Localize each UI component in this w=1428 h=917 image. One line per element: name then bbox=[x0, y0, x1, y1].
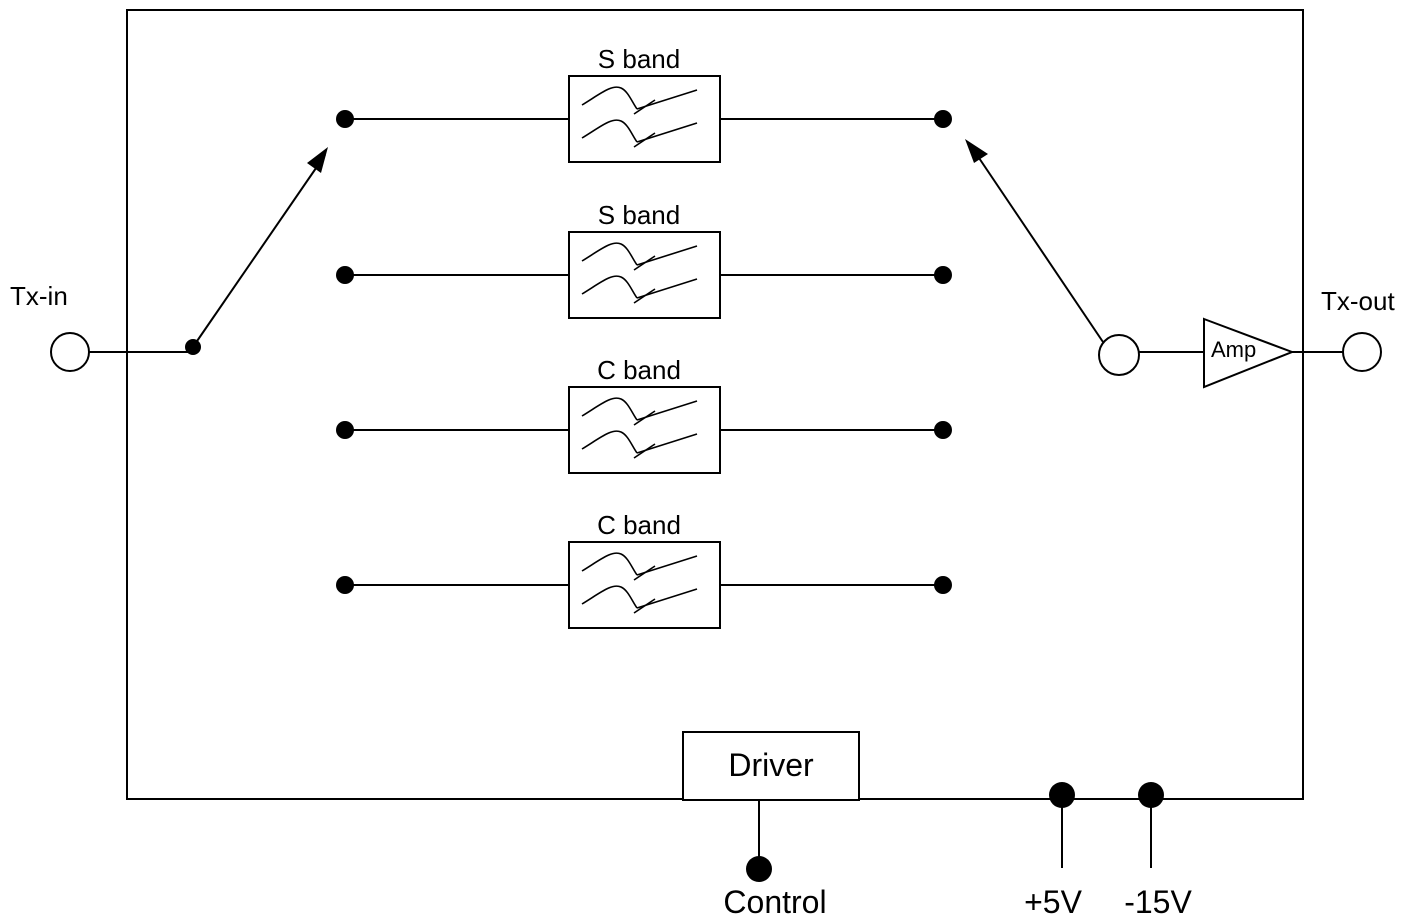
plus5v-terminal bbox=[1049, 782, 1075, 808]
minus15v-terminal bbox=[1138, 782, 1164, 808]
filter-box bbox=[568, 386, 721, 474]
tx-in-connector bbox=[50, 332, 90, 372]
filter-box bbox=[568, 231, 721, 319]
minus15v-label: -15V bbox=[1124, 884, 1192, 917]
amplifier-label: Amp bbox=[1211, 337, 1256, 362]
bandpass-filter-icon bbox=[581, 397, 698, 459]
input-switch-arm bbox=[194, 154, 326, 345]
control-label: Control bbox=[723, 884, 826, 917]
output-switch-pivot bbox=[1098, 334, 1140, 376]
tx-in-label: Tx-in bbox=[10, 281, 68, 311]
input-switch-contact bbox=[336, 110, 354, 128]
input-switch-contact bbox=[336, 576, 354, 594]
filter-row-4: C band bbox=[336, 510, 952, 629]
filter-label: S band bbox=[598, 44, 680, 74]
filter-label: C band bbox=[597, 510, 681, 540]
tx-out-connector bbox=[1342, 332, 1382, 372]
bandpass-filter-icon bbox=[581, 86, 698, 148]
input-switch-contact bbox=[336, 421, 354, 439]
output-switch-contact bbox=[934, 110, 952, 128]
filter-label: C band bbox=[597, 355, 681, 385]
filter-label: S band bbox=[598, 200, 680, 230]
output-switch-contact bbox=[934, 266, 952, 284]
output-switch-contact bbox=[934, 576, 952, 594]
filter-row-3: C band bbox=[336, 355, 952, 474]
filter-box bbox=[568, 75, 721, 163]
output-switch-contact bbox=[934, 421, 952, 439]
plus5v-label: +5V bbox=[1024, 884, 1082, 917]
tx-in-port: Tx-in bbox=[10, 281, 201, 372]
bandpass-filter-icon bbox=[581, 242, 698, 304]
driver-box bbox=[682, 731, 860, 801]
driver-label: Driver bbox=[728, 747, 814, 783]
input-switch-contact bbox=[336, 266, 354, 284]
filter-row-1: S band bbox=[336, 44, 952, 163]
amplifier: Amp bbox=[1203, 317, 1295, 389]
driver-block: Driver bbox=[682, 731, 860, 801]
tx-out-label: Tx-out bbox=[1321, 286, 1395, 316]
tx-out-port: Tx-out bbox=[1321, 286, 1395, 372]
filter-row-2: S band bbox=[336, 200, 952, 319]
output-switch-arrowhead bbox=[965, 139, 988, 163]
bandpass-filter-icon bbox=[581, 552, 698, 614]
input-switch-pivot bbox=[185, 339, 201, 355]
output-switch-arm bbox=[976, 154, 1104, 343]
amplifier-triangle bbox=[1203, 317, 1295, 389]
filter-box bbox=[568, 541, 721, 629]
input-switch-arrowhead bbox=[307, 147, 328, 173]
control-terminal bbox=[746, 856, 772, 882]
